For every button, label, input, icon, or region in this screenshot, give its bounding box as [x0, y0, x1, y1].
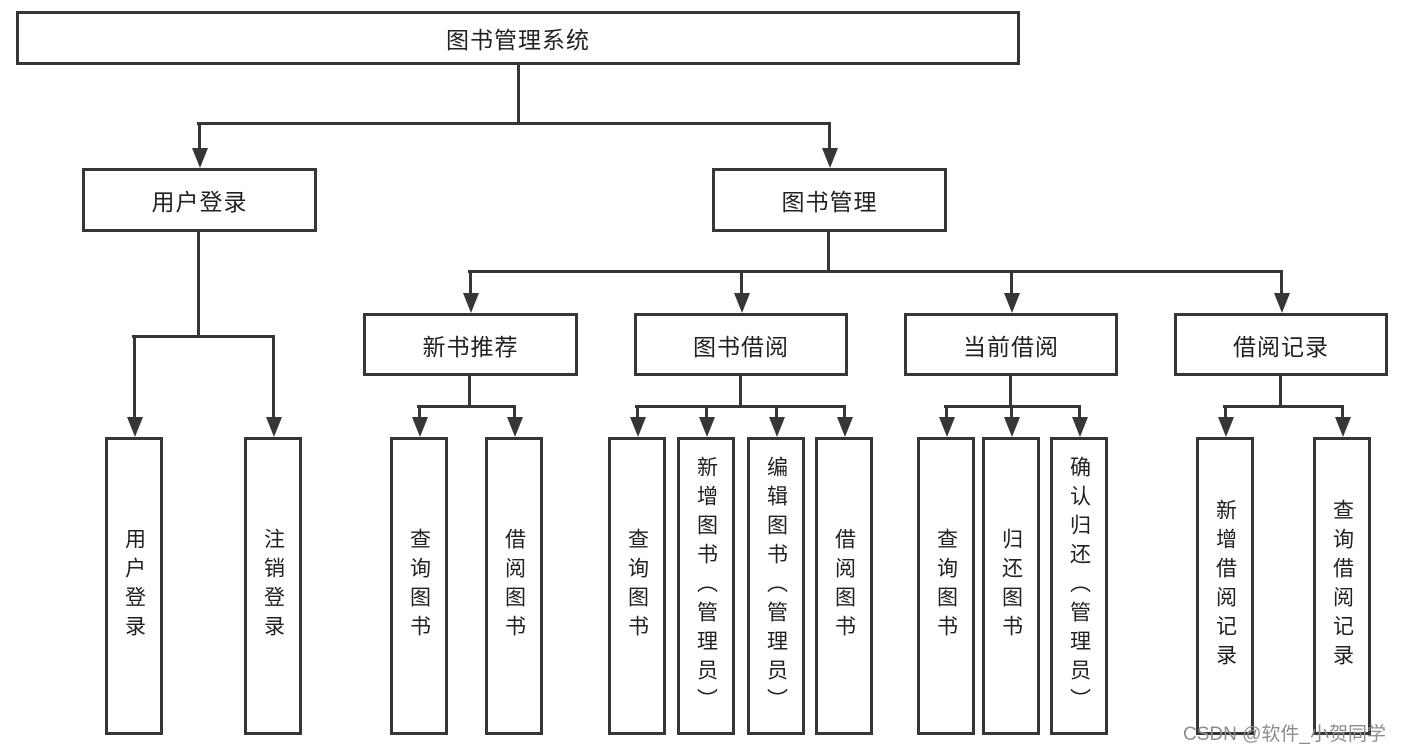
leaf-newbook-borrow-books: 借阅图书	[485, 437, 543, 735]
arrow-to-leaf-newbook-borrow	[513, 405, 516, 417]
connector-stem-current-borrowing	[1009, 376, 1012, 408]
leaf-borrowing-borrow-books: 借阅图书	[815, 437, 873, 735]
arrow-to-leaf-current-confirm	[1078, 405, 1081, 417]
node-label: 图书管理系统	[446, 27, 590, 53]
connector-bar-level3	[468, 270, 1282, 273]
arrow-to-leaf-current-query	[945, 405, 948, 417]
connector-bar-user-login-children	[132, 335, 275, 338]
leaf-label: 查询借阅记录	[1330, 499, 1354, 673]
leaf-label: 新增图书（管理员）	[694, 455, 718, 717]
leaf-label: 确认归还（管理员）	[1067, 455, 1091, 717]
arrow-to-leaf-borrowing-add	[705, 405, 708, 417]
connector-bar-level2	[197, 122, 831, 125]
node-user-login: 用户登录	[82, 168, 317, 232]
arrow-to-leaf-borrowing-query	[636, 405, 639, 417]
connector-stem-book-borrowing	[739, 376, 742, 408]
node-label: 用户登录	[151, 189, 248, 215]
node-label: 借阅记录	[1233, 333, 1329, 360]
leaf-label: 查询图书	[625, 528, 649, 644]
node-current-borrowing: 当前借阅	[904, 313, 1118, 376]
leaf-borrowing-query-books: 查询图书	[608, 437, 666, 735]
leaf-borrowing-edit-books-admin: 编辑图书（管理员）	[747, 437, 805, 735]
node-borrow-records: 借阅记录	[1174, 313, 1388, 376]
connector-stem-user-login	[197, 232, 200, 338]
node-label: 当前借阅	[963, 333, 1059, 360]
connector-bar-borrow-records-children	[1223, 405, 1344, 408]
connector-bar-new-book-children	[417, 405, 516, 408]
connector-stem-book-management	[827, 232, 830, 273]
leaf-label: 用户登录	[122, 528, 146, 644]
arrow-to-leaf-user-login	[133, 335, 136, 417]
leaf-label: 借阅图书	[502, 528, 526, 644]
leaf-current-query-books: 查询图书	[917, 437, 975, 735]
leaf-label: 注销登录	[261, 528, 285, 644]
leaf-records-query-record: 查询借阅记录	[1313, 437, 1371, 735]
arrow-to-leaf-newbook-query	[418, 405, 421, 417]
node-label: 图书管理	[781, 189, 878, 215]
connector-stem-root	[517, 65, 520, 125]
leaf-newbook-query-books: 查询图书	[390, 437, 448, 735]
arrow-to-leaf-borrowing-borrow	[843, 405, 846, 417]
arrow-to-book-management	[828, 122, 831, 148]
arrow-to-leaf-borrowing-edit	[775, 405, 778, 417]
node-new-book-recommend: 新书推荐	[363, 313, 578, 376]
leaf-label: 归还图书	[999, 528, 1023, 644]
arrow-to-leaf-records-query	[1341, 405, 1344, 417]
arrow-to-borrow-records	[1280, 270, 1283, 293]
arrow-to-book-borrowing	[740, 270, 743, 293]
leaf-label: 新增借阅记录	[1213, 499, 1237, 673]
node-book-management: 图书管理	[712, 168, 947, 232]
arrow-to-leaf-logout	[272, 335, 275, 417]
arrow-to-user-login	[198, 122, 201, 148]
leaf-label: 编辑图书（管理员）	[764, 455, 788, 717]
connector-stem-borrow-records	[1279, 376, 1282, 408]
leaf-label: 查询图书	[934, 528, 958, 644]
arrow-to-current-borrowing	[1010, 270, 1013, 293]
node-book-borrowing: 图书借阅	[634, 313, 848, 376]
node-label: 新书推荐	[422, 333, 519, 360]
leaf-current-confirm-return-admin: 确认归还（管理员）	[1050, 437, 1108, 735]
arrow-to-new-book	[469, 270, 472, 293]
leaf-label: 借阅图书	[832, 528, 856, 644]
leaf-user-login: 用户登录	[105, 437, 163, 735]
arrow-to-leaf-current-return	[1010, 405, 1013, 417]
leaf-label: 查询图书	[407, 528, 431, 644]
leaf-current-return-books: 归还图书	[982, 437, 1040, 735]
leaf-logout: 注销登录	[244, 437, 302, 735]
node-label: 图书借阅	[693, 333, 789, 360]
csdn-watermark: CSDN @软件_小贺同学	[1183, 724, 1386, 745]
connector-bar-book-borrowing-children	[635, 405, 846, 408]
leaf-borrowing-add-books-admin: 新增图书（管理员）	[677, 437, 735, 735]
arrow-to-leaf-records-add	[1224, 405, 1227, 417]
node-root-library-system: 图书管理系统	[16, 11, 1020, 65]
leaf-records-add-record: 新增借阅记录	[1196, 437, 1254, 735]
connector-stem-new-book	[468, 376, 471, 408]
